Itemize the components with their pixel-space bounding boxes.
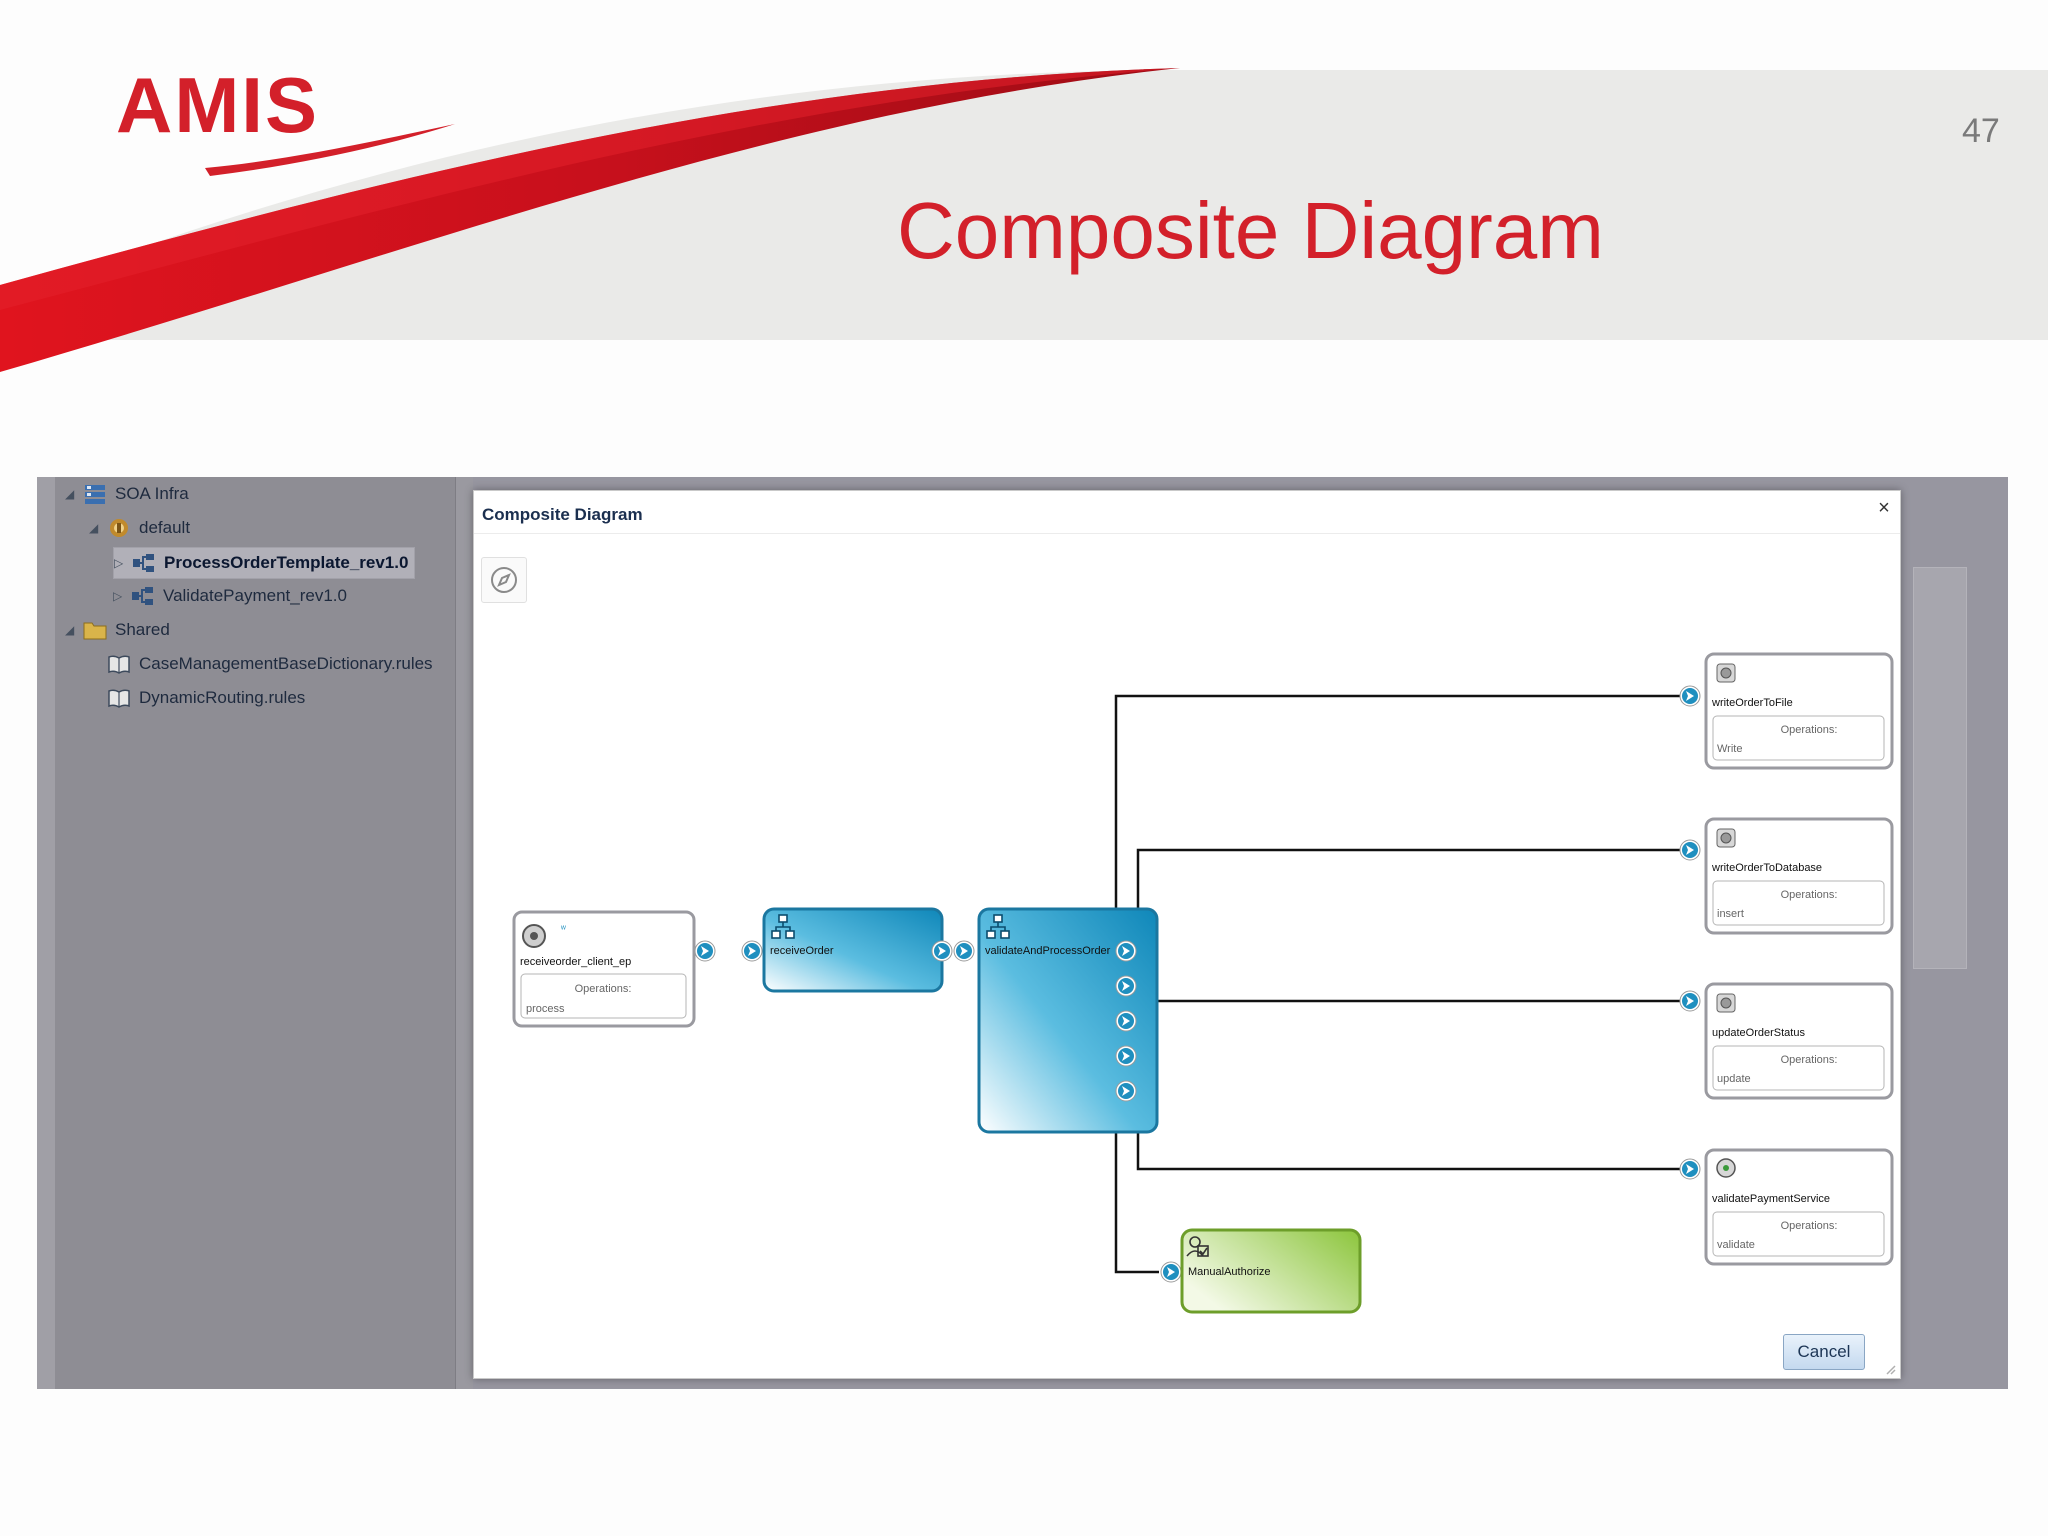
collapse-toggle-icon[interactable]: ◢	[65, 487, 75, 501]
component-name: receiveOrder	[770, 945, 834, 957]
composite-icon	[133, 554, 154, 572]
adapter-icon	[1716, 663, 1736, 683]
svg-text:ʷ: ʷ	[560, 924, 566, 935]
background-table	[1913, 567, 1967, 969]
reference-operation: insert	[1717, 908, 1744, 920]
component-name: validateAndProcessOrder	[985, 945, 1111, 957]
wire-to-updateorderstatus	[1097, 999, 1689, 1023]
folder-icon	[83, 622, 107, 640]
rules-book-icon	[108, 689, 130, 708]
port-arrow-icon[interactable]	[1679, 685, 1701, 707]
port-arrow-icon[interactable]	[694, 940, 716, 962]
reference-writeordertodatabase[interactable]: writeOrderToDatabase Operations: insert	[1679, 817, 1894, 935]
reference-name: writeOrderToDatabase	[1711, 862, 1822, 874]
component-receiveorder[interactable]: receiveOrder	[762, 907, 944, 993]
reference-updateorderstatus[interactable]: updateOrderStatus Operations: update	[1679, 982, 1894, 1100]
tree-item-dynamicrouting-rules[interactable]: DynamicRouting.rules	[107, 683, 305, 713]
tree-item-label: DynamicRouting.rules	[139, 688, 306, 707]
splitter[interactable]	[455, 477, 474, 1389]
port-arrow-icon[interactable]	[1679, 839, 1701, 861]
tree-item-label: Shared	[115, 620, 170, 639]
port-arrow-icon[interactable]	[741, 940, 763, 962]
service-name: receiveorder_client_ep	[520, 956, 631, 968]
port-arrow-icon[interactable]	[1115, 940, 1137, 962]
port-arrow-icon[interactable]	[1115, 1080, 1137, 1102]
tree-item-validatepayment[interactable]: ▷ ValidatePayment_rev1.0	[113, 581, 347, 611]
slide-number: 47	[1962, 112, 2000, 150]
close-icon[interactable]: ×	[1878, 497, 1890, 519]
header-band	[0, 68, 2048, 372]
component-name: ManualAuthorize	[1188, 1266, 1271, 1278]
tree-item-soa-infra[interactable]: ◢ SOA Infra	[65, 479, 189, 509]
bpel-process-icon	[986, 914, 1010, 939]
dialog-title: Composite Diagram	[482, 505, 643, 524]
tree-item-label: CaseManagementBaseDictionary.rules	[139, 654, 433, 673]
wire-to-writeordertofile	[1097, 694, 1689, 953]
reference-operation: update	[1717, 1073, 1751, 1085]
reference-operation: Write	[1717, 743, 1742, 755]
reference-name: updateOrderStatus	[1712, 1027, 1805, 1039]
soa-infra-icon	[85, 485, 105, 504]
operations-label: Operations:	[575, 983, 632, 995]
collapse-toggle-icon[interactable]: ◢	[65, 623, 75, 637]
reference-operation: validate	[1717, 1239, 1755, 1251]
component-validateandprocessorder[interactable]: validateAndProcessOrder	[977, 907, 1159, 1134]
operations-label: Operations:	[1781, 724, 1838, 736]
service-operation: process	[526, 1003, 565, 1015]
amis-logo: AMIS	[116, 61, 319, 149]
composite-canvas: ʷ receiveorder_client_ep Operations: pro…	[512, 652, 1894, 1314]
operations-label: Operations:	[1781, 1054, 1838, 1066]
ws-reference-icon	[1716, 1158, 1736, 1178]
port-arrow-icon[interactable]	[1115, 1045, 1137, 1067]
reference-name: writeOrderToFile	[1711, 697, 1793, 709]
adapter-icon	[1716, 828, 1736, 848]
port-arrow-icon[interactable]	[1115, 975, 1137, 997]
navigation-tree: ◢ SOA Infra ◢ default ▷ ProcessOrderTemp…	[37, 477, 474, 1389]
adapter-icon	[1716, 993, 1736, 1013]
port-arrow-icon[interactable]	[1160, 1261, 1182, 1283]
wire-to-writeordertodatabase	[1097, 848, 1689, 989]
tree-item-label: ProcessOrderTemplate_rev1.0	[164, 553, 409, 572]
port-arrow-icon[interactable]	[1115, 1010, 1137, 1032]
bpel-process-icon	[771, 914, 795, 939]
expand-toggle-icon[interactable]: ▷	[114, 556, 124, 570]
reference-writeordertofile[interactable]: writeOrderToFile Operations: Write	[1679, 652, 1894, 770]
partition-icon	[110, 519, 128, 537]
gear-service-icon: ʷ	[522, 924, 566, 948]
expand-toggle-icon[interactable]: ▷	[113, 589, 123, 603]
reference-name: validatePaymentService	[1712, 1193, 1830, 1205]
wire-to-validatepaymentservice	[1097, 1054, 1689, 1171]
human-task-icon	[1186, 1236, 1209, 1257]
tree-item-label: SOA Infra	[115, 484, 189, 503]
service-receiveorder-client-ep[interactable]: ʷ receiveorder_client_ep Operations: pro…	[512, 910, 696, 1028]
collapse-toggle-icon[interactable]: ◢	[89, 521, 99, 535]
tree-item-processordertemplate[interactable]: ▷ ProcessOrderTemplate_rev1.0	[113, 547, 416, 579]
tree-item-label: ValidatePayment_rev1.0	[163, 586, 347, 605]
resize-grip-icon[interactable]	[1884, 1363, 1896, 1375]
tree-item-shared[interactable]: ◢ Shared	[65, 615, 170, 645]
tree-item-casemanagement-rules[interactable]: CaseManagementBaseDictionary.rules	[107, 649, 433, 679]
reference-validatepaymentservice[interactable]: validatePaymentService Operations: valid…	[1679, 1148, 1894, 1266]
composite-diagram-dialog: Composite Diagram ×	[473, 490, 1901, 1379]
cancel-button[interactable]: Cancel	[1783, 1334, 1865, 1370]
operations-label: Operations:	[1781, 889, 1838, 901]
port-arrow-icon[interactable]	[1679, 1158, 1701, 1180]
operations-label: Operations:	[1781, 1220, 1838, 1232]
component-manualauthorize[interactable]: ManualAuthorize	[1180, 1228, 1362, 1314]
navigate-button[interactable]	[481, 557, 527, 603]
compass-icon	[491, 567, 517, 593]
port-arrow-icon[interactable]	[953, 940, 975, 962]
screenshot: ◢ SOA Infra ◢ default ▷ ProcessOrderTemp…	[37, 477, 2008, 1389]
tree-left-strip	[37, 477, 55, 1389]
composite-icon	[132, 587, 153, 605]
rules-book-icon	[108, 655, 130, 674]
tree-item-default[interactable]: ◢ default	[89, 513, 190, 543]
dialog-header-divider	[474, 533, 1900, 534]
tree-item-label: default	[139, 518, 191, 537]
port-arrow-icon[interactable]	[1679, 990, 1701, 1012]
slide-title: Composite Diagram	[897, 186, 1604, 275]
port-arrow-icon[interactable]	[931, 940, 953, 962]
